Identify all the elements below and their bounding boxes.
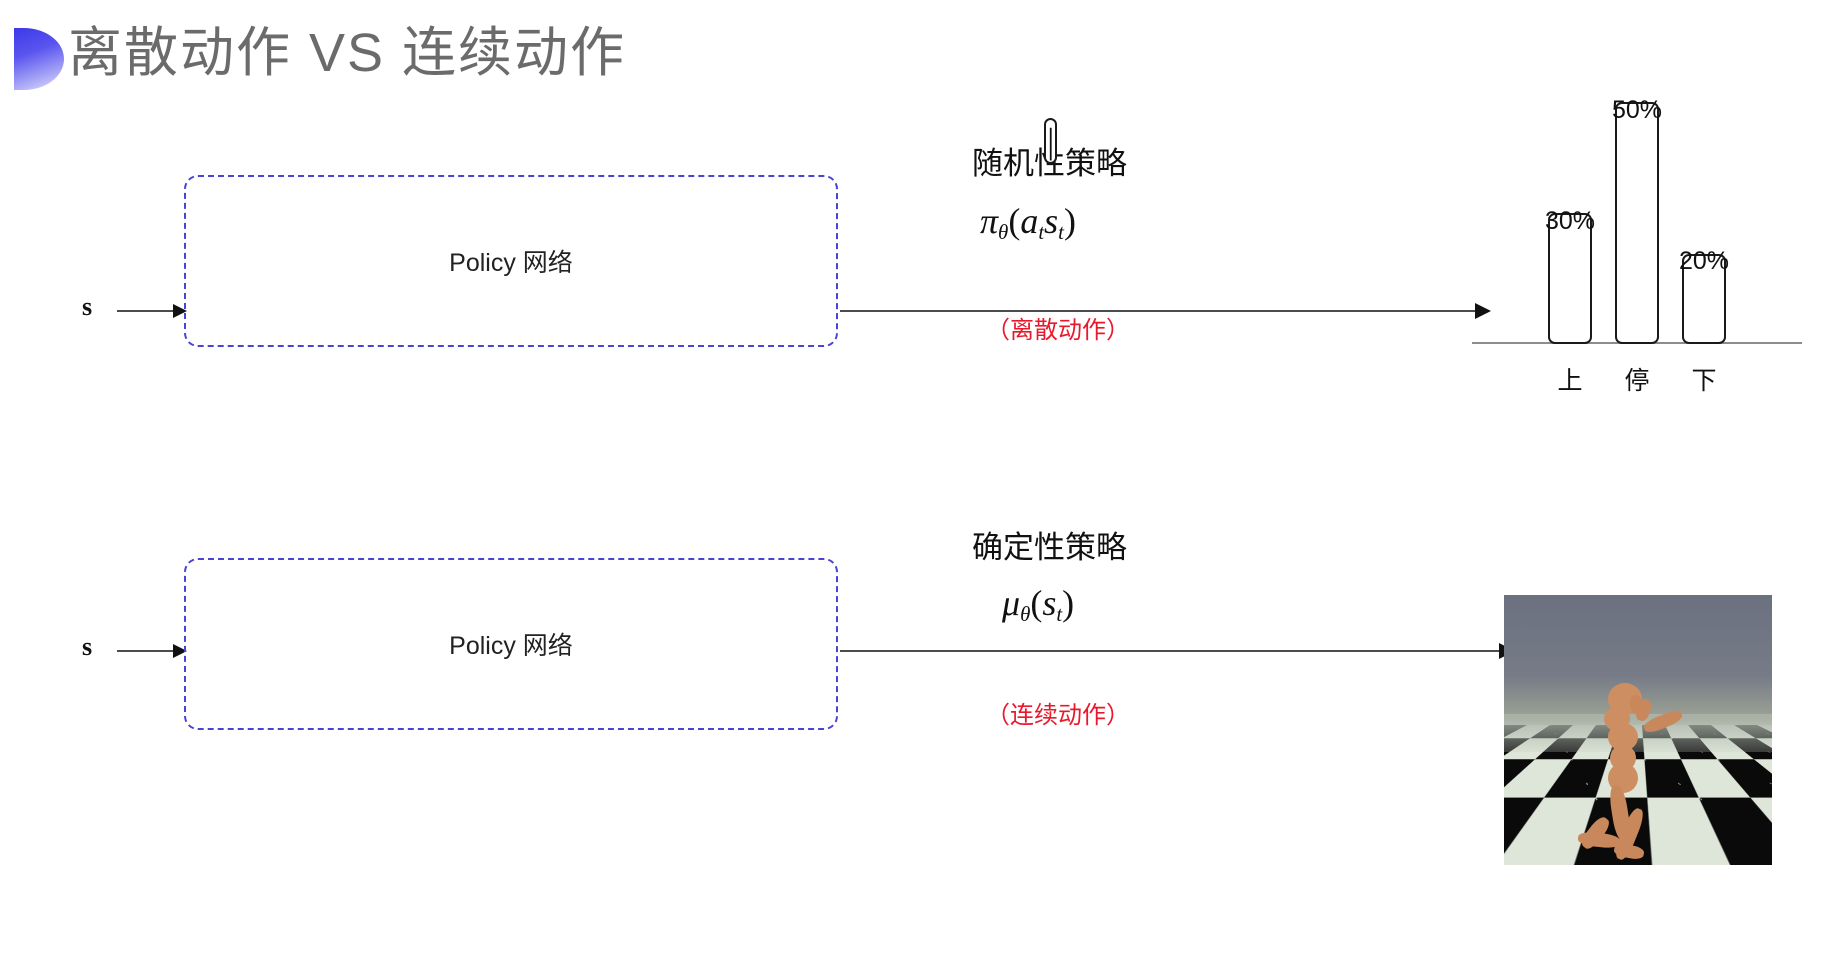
- input-arrow-top: [117, 304, 187, 318]
- sim-horizon-haze: [1504, 713, 1772, 752]
- bar-category-down: 下: [1691, 367, 1717, 395]
- output-arrow-top: [840, 303, 1491, 319]
- bar-down: [1682, 254, 1726, 344]
- page-title: 离散动作 VS 连续动作: [68, 23, 627, 83]
- formula-mu: μ: [1002, 583, 1021, 623]
- bar-up: [1548, 213, 1592, 344]
- formula-close-paren-2: ): [1062, 583, 1075, 623]
- formula-s-2: s: [1042, 583, 1057, 623]
- humanoid-simulation-image: [1504, 595, 1772, 865]
- bar-category-up: 上: [1557, 367, 1583, 395]
- title-decoration-icon: [14, 28, 64, 90]
- slide-bottom-edge: [0, 958, 1846, 966]
- policy-network-box-bottom[interactable]: Policy 网络: [184, 558, 838, 730]
- stochastic-policy-formula: πθ(at | st): [980, 117, 1076, 245]
- bar-value-down: 20%: [1678, 247, 1730, 275]
- formula-s-sub: t: [1058, 219, 1064, 244]
- input-arrow-bottom: [117, 644, 187, 658]
- formula-pi: π: [980, 201, 999, 241]
- formula-open-paren-2: (: [1030, 583, 1043, 623]
- formula-a-sub: t: [1038, 219, 1045, 244]
- formula-close-paren: ): [1063, 201, 1076, 241]
- policy-network-label-bottom: Policy 网络: [449, 632, 573, 660]
- bar-category-stop: 停: [1624, 367, 1650, 395]
- deterministic-policy-formula: μθ(st): [1002, 582, 1074, 627]
- discrete-action-note: （离散动作）: [986, 317, 1130, 344]
- state-label-top: s: [82, 292, 93, 321]
- continuous-action-note: （连续动作）: [986, 702, 1130, 729]
- formula-a: a: [1020, 201, 1039, 241]
- bar-value-up: 30%: [1544, 207, 1596, 235]
- policy-network-label-top: Policy 网络: [449, 249, 573, 277]
- formula-condition-bar: |: [1044, 117, 1058, 164]
- action-probability-bar-chart: 30% 上 50% 停 20% 下: [1472, 95, 1812, 425]
- deterministic-policy-label: 确定性策略: [972, 530, 1127, 565]
- output-arrow-bottom: [840, 643, 1515, 659]
- formula-theta: θ: [998, 219, 1009, 244]
- state-label-bottom: s: [82, 632, 93, 661]
- bar-value-stop: 50%: [1611, 96, 1663, 124]
- formula-open-paren: (: [1008, 201, 1021, 241]
- policy-network-box-top[interactable]: Policy 网络: [184, 175, 838, 347]
- bar-stop: [1615, 102, 1659, 344]
- formula-s-sub-2: t: [1056, 601, 1063, 626]
- formula-theta-2: θ: [1020, 601, 1031, 626]
- formula-s: s: [1044, 201, 1059, 241]
